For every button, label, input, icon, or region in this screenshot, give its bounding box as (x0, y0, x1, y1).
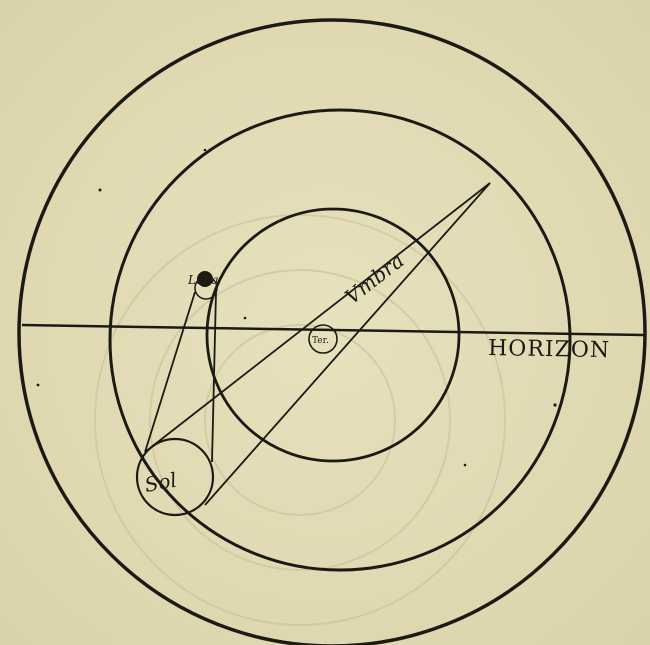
inner-circle (207, 209, 459, 461)
horizon-label: HORIZON (488, 336, 610, 363)
ink-speck (204, 149, 207, 152)
ghost-ring-middle (150, 270, 450, 570)
ink-speck (99, 189, 102, 192)
ghost-ring-inner (205, 325, 395, 515)
ink-speck (244, 317, 247, 320)
moon-label: Luna (187, 273, 219, 287)
sun-label: Sol (143, 468, 179, 497)
ink-speck (37, 384, 40, 387)
ink-speck (553, 403, 556, 406)
umbra-edge-upper (145, 183, 490, 452)
earth-label: Ter. (312, 336, 329, 346)
moon-cone-left (145, 292, 195, 452)
ink-speck (464, 464, 467, 467)
umbra-edge-lower (205, 183, 490, 505)
